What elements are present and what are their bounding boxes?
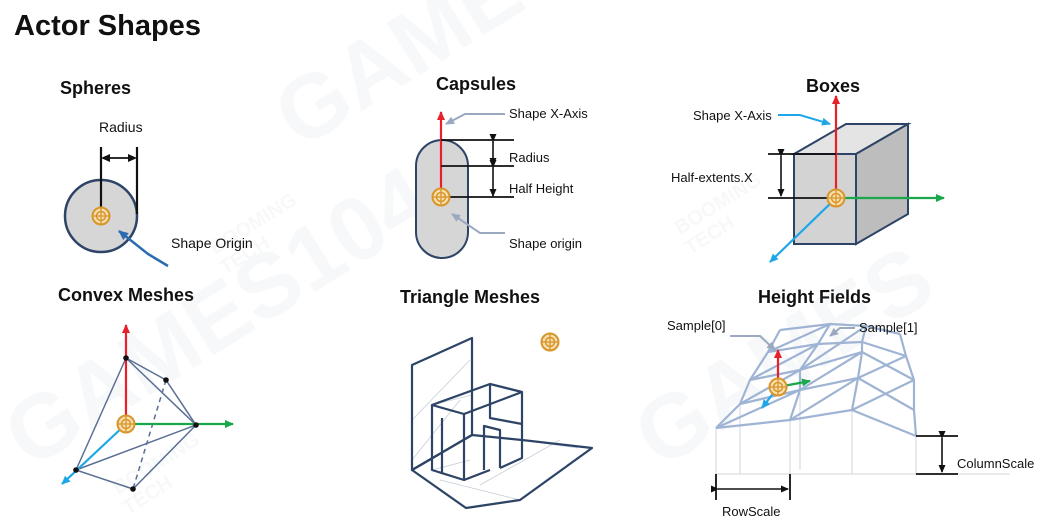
half-height-label: Half Height [509, 181, 574, 196]
convex-mesh-diagram [61, 324, 234, 492]
mesh-box-front [430, 405, 466, 482]
watermark-brand-2: GAMES104 [0, 148, 448, 487]
capsule-axis-label: Shape X-Axis [509, 106, 588, 121]
triangle-meshes-title: Triangle Meshes [400, 287, 541, 307]
convex-meshes-title: Convex Meshes [58, 285, 195, 305]
mesh-box-opening [482, 424, 502, 470]
box-z-axis [769, 197, 837, 263]
capsule-origin-pointer [451, 213, 505, 234]
boxes-title: Boxes [806, 76, 861, 96]
heightfield-origin-icon [768, 377, 788, 397]
watermark-brand-3: GAMES [618, 227, 951, 487]
capsule-radius-label: Radius [509, 150, 550, 165]
watermark-brand-1: GAMES104 [258, 0, 718, 167]
convex-z-axis [61, 423, 127, 485]
sample0-label: Sample[0] [667, 318, 726, 333]
triangle-mesh-diagram [410, 332, 594, 510]
half-extents-label: Half-extents.X [671, 170, 753, 185]
page-title: Actor Shapes [14, 10, 201, 42]
sphere-origin-icon [91, 206, 111, 226]
sample0-pointer [730, 335, 776, 351]
mesh-box-top [430, 382, 524, 416]
shape-origin-pointer [118, 230, 169, 268]
shape-origin-label: Shape Origin [171, 235, 253, 251]
sample1-label: Sample[1] [859, 320, 918, 335]
capsule-origin-label: Shape origin [509, 236, 582, 251]
capsule-origin-icon [431, 187, 451, 207]
sample1-pointer [829, 327, 855, 337]
watermark: GAMES104 GAMES104 GAMES BOOMING TECH BOO… [0, 0, 950, 519]
mesh-floor [410, 433, 594, 510]
capsules-title: Capsules [436, 74, 517, 94]
radius-label: Radius [99, 119, 143, 135]
height-field-diagram: Sample[0] Sample[1] ColumnScale RowScale [667, 318, 1034, 519]
capsule-diagram: Radius Half Height Shape X-Axis Shape or… [415, 106, 588, 259]
column-scale-label: ColumnScale [957, 456, 1034, 471]
triangle-mesh-origin-icon [540, 332, 560, 352]
capsule-axis-pointer [445, 113, 505, 125]
box-diagram: Half-extents.X Shape X-Axis [671, 95, 945, 263]
convex-origin-icon [116, 414, 136, 434]
spheres-title: Spheres [60, 78, 132, 98]
box-axis-label: Shape X-Axis [693, 108, 772, 123]
mesh-box-side [499, 392, 524, 470]
box-axis-pointer [778, 114, 831, 126]
sphere-diagram: Radius Shape Origin [63, 119, 253, 268]
height-fields-title: Height Fields [758, 287, 872, 307]
row-scale-label: RowScale [722, 504, 781, 519]
box-origin-icon [826, 188, 846, 208]
